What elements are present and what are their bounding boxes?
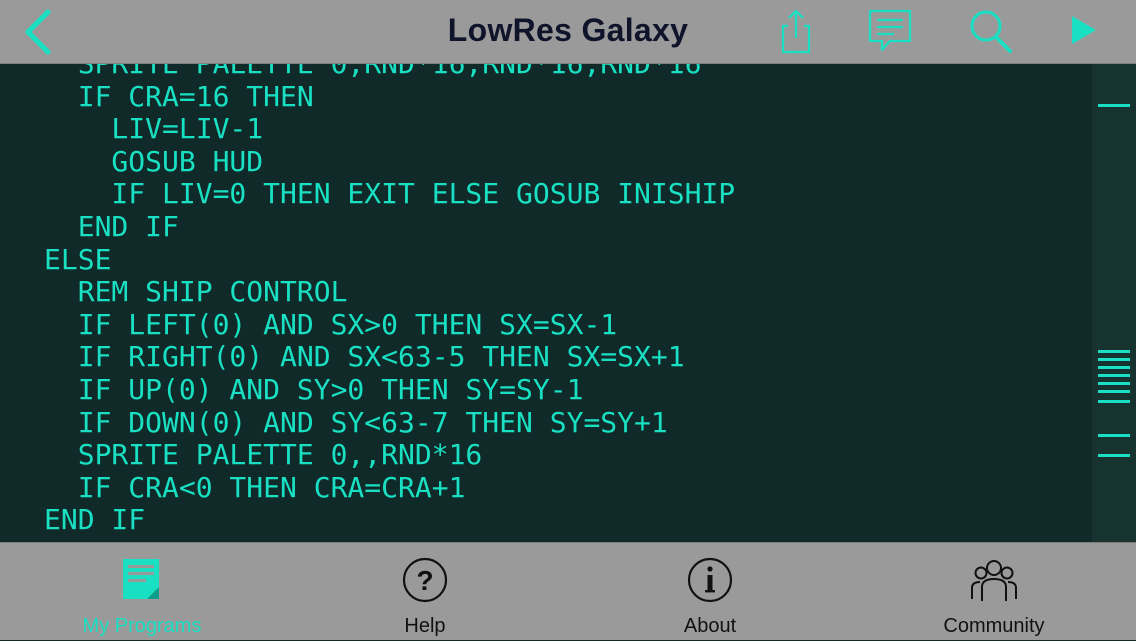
- community-icon: [969, 555, 1019, 605]
- code-line: REM SHIP CONTROL: [44, 275, 348, 309]
- help-icon: ?: [400, 555, 450, 605]
- code-line: IF CRA<0 THEN CRA=CRA+1: [44, 470, 466, 504]
- chevron-left-icon: [25, 9, 51, 55]
- svg-text:?: ?: [416, 565, 433, 596]
- code-line: SPRITE PALETTE 0,,RND*16: [44, 438, 483, 472]
- tab-label: About: [683, 615, 737, 637]
- page-title: LowRes Galaxy: [447, 12, 689, 48]
- play-icon: [1072, 16, 1096, 44]
- minimap-marker[interactable]: [1098, 382, 1130, 385]
- info-icon: [685, 555, 735, 605]
- minimap-marker[interactable]: [1098, 104, 1130, 107]
- tab-my-programs[interactable]: My Programs: [42, 543, 242, 641]
- search-button[interactable]: [964, 6, 1016, 58]
- comment-icon: [868, 9, 912, 52]
- programs-icon: [117, 555, 167, 605]
- share-icon: [781, 9, 811, 54]
- tab-about[interactable]: About: [610, 543, 810, 641]
- code-line: IF DOWN(0) AND SY<63-7 THEN SY=SY+1: [44, 405, 668, 439]
- tab-label: Community: [943, 615, 1045, 637]
- minimap-marker[interactable]: [1098, 358, 1130, 361]
- tab-label: My Programs: [82, 615, 202, 637]
- code-line: IF LIV=0 THEN EXIT ELSE GOSUB INISHIP: [44, 177, 736, 211]
- tab-community[interactable]: Community: [894, 543, 1094, 641]
- code-line: END IF: [44, 503, 146, 537]
- code-line: LIV=LIV-1: [44, 112, 264, 146]
- code-line: IF UP(0) AND SY>0 THEN SY=SY-1: [44, 372, 584, 406]
- minimap-marker[interactable]: [1098, 434, 1130, 437]
- navigation-bar: LowRes Galaxy: [0, 0, 1136, 64]
- minimap-marker[interactable]: [1098, 390, 1130, 393]
- tab-bar: My Programs ? Help About: [0, 542, 1136, 640]
- back-button[interactable]: [12, 6, 64, 58]
- minimap-marker[interactable]: [1098, 374, 1130, 377]
- comment-button[interactable]: [864, 6, 916, 58]
- minimap-marker[interactable]: [1098, 366, 1130, 369]
- source-code[interactable]: SPRITE PALETTE 0,RND*16,RND*16,RND*16 IF…: [44, 64, 735, 537]
- tab-label: Help: [404, 615, 446, 637]
- code-line: SPRITE PALETTE 0,RND*16,RND*16,RND*16: [44, 64, 735, 81]
- code-line: IF RIGHT(0) AND SX<63-5 THEN SX=SX+1: [44, 340, 685, 374]
- scroll-minimap[interactable]: [1092, 64, 1136, 542]
- code-line: GOSUB HUD: [44, 144, 264, 178]
- minimap-marker[interactable]: [1098, 400, 1130, 403]
- code-editor[interactable]: SPRITE PALETTE 0,RND*16,RND*16,RND*16 IF…: [0, 64, 1092, 542]
- tab-help[interactable]: ? Help: [325, 543, 525, 641]
- minimap-marker[interactable]: [1098, 454, 1130, 457]
- code-line: ELSE: [44, 242, 112, 276]
- minimap-marker[interactable]: [1098, 350, 1130, 353]
- share-button[interactable]: [770, 6, 822, 58]
- search-icon: [970, 10, 1012, 53]
- run-button[interactable]: [1060, 6, 1112, 58]
- code-line: IF LEFT(0) AND SX>0 THEN SX=SX-1: [44, 307, 618, 341]
- code-line: END IF: [44, 209, 179, 243]
- code-line: IF CRA=16 THEN: [44, 79, 314, 113]
